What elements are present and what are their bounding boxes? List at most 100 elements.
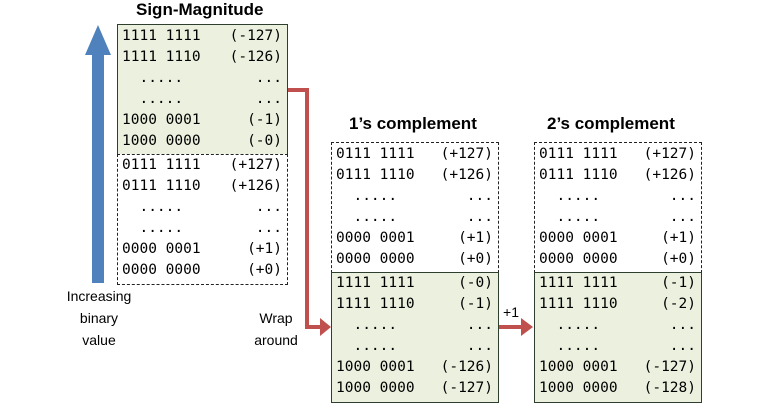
wrap-label-line1: Wrap bbox=[259, 310, 293, 326]
bit-pattern: ..... bbox=[539, 338, 601, 354]
sign-magnitude-title: Sign-Magnitude bbox=[136, 0, 264, 19]
sign-magnitude-positive-block: 0111 1111 (+127) 0111 1110 (+126) ........… bbox=[117, 154, 288, 285]
increasing-label-line1: Increasing bbox=[66, 288, 132, 304]
decimal-value: (-127) bbox=[440, 380, 493, 396]
plus-one-arrowhead bbox=[521, 318, 533, 336]
table-row: 1000 0001(-1) bbox=[118, 110, 287, 131]
bit-pattern: 1111 1111 bbox=[539, 275, 618, 291]
decimal-value: (+0) bbox=[247, 262, 282, 278]
table-row: 1111 1110 (-1) bbox=[332, 294, 498, 315]
table-row: 0111 1110(+126) bbox=[332, 165, 498, 186]
bit-pattern: 1000 0001 bbox=[336, 359, 415, 375]
wrap-around-connector bbox=[287, 88, 320, 329]
bit-pattern: ..... bbox=[336, 188, 398, 204]
bit-pattern: 0000 0001 bbox=[122, 241, 201, 257]
bit-pattern: 0111 1111 bbox=[336, 146, 415, 162]
table-row: 1000 0001 (-127) bbox=[535, 357, 701, 378]
bit-pattern: ..... bbox=[122, 91, 184, 107]
increasing-binary-value-label: Increasing binary value bbox=[50, 285, 148, 351]
bit-pattern: 1111 1111 bbox=[336, 275, 415, 291]
decimal-value: ... bbox=[669, 188, 696, 204]
decimal-value: (-2) bbox=[661, 296, 696, 312]
table-row: 1000 0001 (-126) bbox=[332, 357, 498, 378]
decimal-value: (+127) bbox=[229, 157, 282, 173]
decimal-value: (-1) bbox=[661, 275, 696, 291]
decimal-value: (-126) bbox=[440, 359, 493, 375]
decimal-value: ... bbox=[669, 338, 696, 354]
decimal-value: (+127) bbox=[643, 146, 696, 162]
table-row: 0111 1110 (+126) bbox=[118, 176, 287, 197]
decimal-value: ... bbox=[669, 209, 696, 225]
table-row: 0000 0001 (+1) bbox=[118, 239, 287, 260]
decimal-value: (+1) bbox=[458, 230, 493, 246]
bit-pattern: ..... bbox=[336, 317, 398, 333]
table-row: ........ bbox=[332, 315, 498, 336]
decimal-value: ... bbox=[255, 220, 282, 236]
decimal-value: (-127) bbox=[643, 359, 696, 375]
ones-complement-title: 1’s complement bbox=[349, 114, 477, 133]
bit-pattern: ..... bbox=[539, 188, 601, 204]
table-row: 1000 0000(-127) bbox=[332, 378, 498, 399]
decimal-value: ... bbox=[466, 188, 493, 204]
twos-complement-title: 2’s complement bbox=[547, 114, 675, 133]
wrap-around-label: Wrap around bbox=[243, 307, 309, 351]
bit-pattern: 0000 0001 bbox=[539, 230, 618, 246]
bit-pattern: 1111 1110 bbox=[122, 49, 201, 65]
decimal-value: (+126) bbox=[229, 178, 282, 194]
table-row: ........ bbox=[118, 68, 287, 89]
table-row: ........ bbox=[535, 315, 701, 336]
decimal-value: (+1) bbox=[661, 230, 696, 246]
bit-pattern: 0000 0000 bbox=[336, 251, 415, 267]
ones-complement-positive-block: 0111 1111 (+127) 0111 1110(+126) ........… bbox=[331, 142, 499, 273]
table-row: 0000 0001 (+1) bbox=[535, 228, 701, 249]
bit-pattern: 0111 1110 bbox=[539, 167, 618, 183]
bit-pattern: 0000 0000 bbox=[539, 251, 618, 267]
bit-pattern: ..... bbox=[122, 70, 184, 86]
bit-pattern: ..... bbox=[336, 338, 398, 354]
bit-pattern: 1111 1111 bbox=[122, 28, 201, 44]
decimal-value: (+126) bbox=[643, 167, 696, 183]
bit-pattern: 0111 1110 bbox=[122, 178, 201, 194]
table-row: ........ bbox=[118, 197, 287, 218]
decimal-value: (+126) bbox=[440, 167, 493, 183]
increasing-value-arrow bbox=[85, 25, 111, 283]
table-row: 1000 0000(-128) bbox=[535, 378, 701, 399]
table-row: 1111 1111 (-127) bbox=[118, 26, 287, 47]
decimal-value: (+0) bbox=[458, 251, 493, 267]
decimal-value: (+127) bbox=[440, 146, 493, 162]
decimal-value: (-127) bbox=[229, 28, 282, 44]
bit-pattern: ..... bbox=[122, 199, 184, 215]
bit-pattern: ..... bbox=[539, 209, 601, 225]
decimal-value: (-0) bbox=[247, 133, 282, 149]
bit-pattern: 1111 1110 bbox=[336, 296, 415, 312]
bit-pattern: 0000 0000 bbox=[122, 262, 201, 278]
decimal-value: ... bbox=[255, 91, 282, 107]
table-row: 1111 1111(-0) bbox=[332, 273, 498, 294]
bit-pattern: ..... bbox=[539, 317, 601, 333]
table-row: ........ bbox=[535, 207, 701, 228]
table-row: 1111 1111 (-1) bbox=[535, 273, 701, 294]
table-row: ........ bbox=[332, 207, 498, 228]
bit-pattern: 1000 0000 bbox=[539, 380, 618, 396]
wrap-label-line2: around bbox=[254, 332, 298, 348]
bit-pattern: 1111 1110 bbox=[539, 296, 618, 312]
decimal-value: ... bbox=[466, 317, 493, 333]
table-row: ........ bbox=[535, 336, 701, 357]
decimal-value: (+1) bbox=[247, 241, 282, 257]
bit-pattern: 1000 0001 bbox=[539, 359, 618, 375]
table-row: 0000 0000(+0) bbox=[535, 249, 701, 270]
table-row: 1111 1110 (-2) bbox=[535, 294, 701, 315]
bit-pattern: ..... bbox=[336, 209, 398, 225]
ones-complement-negative-block: 1111 1111(-0) 1111 1110 (-1) ........ ...… bbox=[331, 272, 499, 403]
decimal-value: ... bbox=[255, 199, 282, 215]
increasing-label-line2: binary bbox=[79, 310, 119, 326]
table-row: 0000 0000 (+0) bbox=[332, 249, 498, 270]
table-row: 0000 0000 (+0) bbox=[118, 260, 287, 281]
decimal-value: (-126) bbox=[229, 49, 282, 65]
decimal-value: (-1) bbox=[458, 296, 493, 312]
decimal-value: (-1) bbox=[247, 112, 282, 128]
wrap-around-arrowhead bbox=[320, 318, 331, 336]
table-row: 0000 0001(+1) bbox=[332, 228, 498, 249]
bit-pattern: 0111 1111 bbox=[122, 157, 201, 173]
